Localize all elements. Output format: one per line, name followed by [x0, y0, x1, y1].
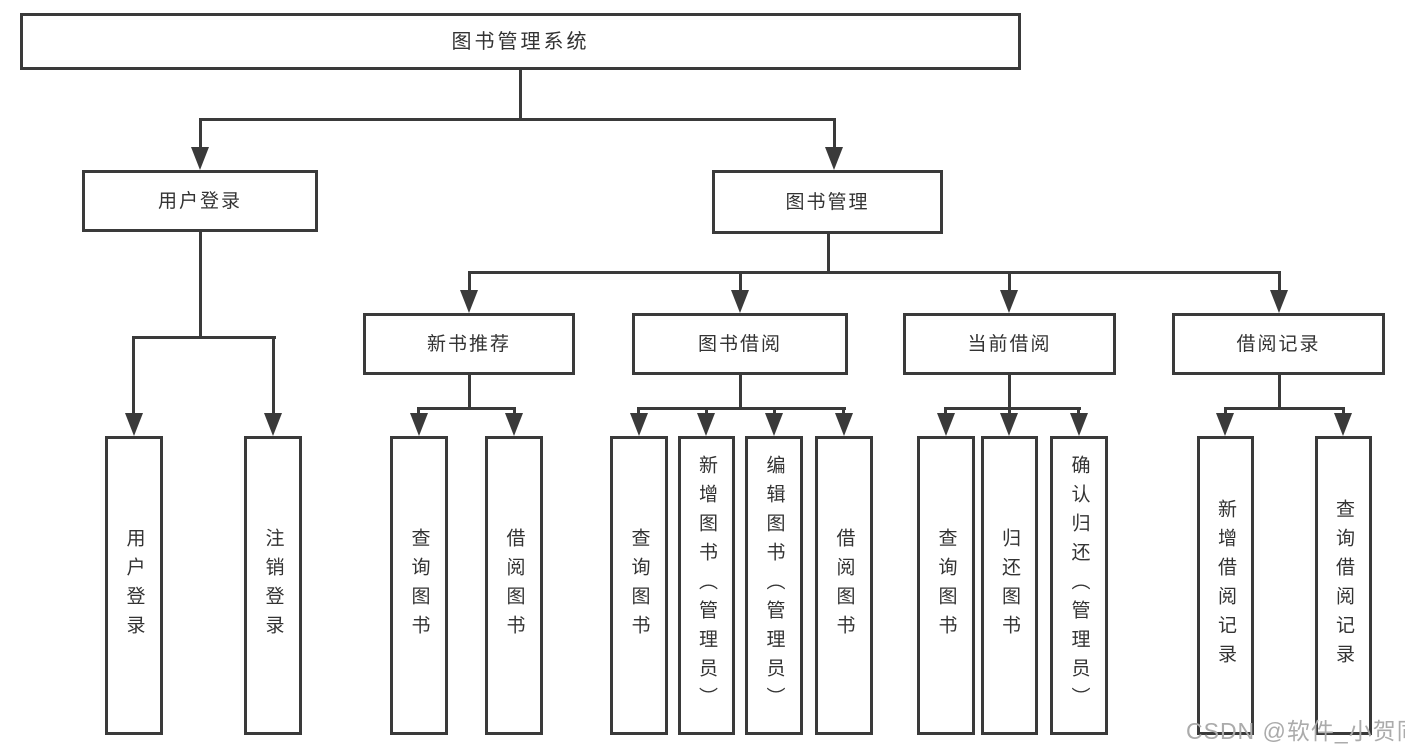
leaf-cb-query-books: 查询图书 — [917, 436, 975, 735]
leaf-bb-query-books: 查询图书 — [610, 436, 668, 735]
connector-line — [944, 407, 947, 417]
connector-line — [1278, 271, 1281, 293]
arrowhead-down-icon — [835, 413, 853, 436]
connector-line — [199, 232, 202, 338]
connector-line — [1278, 375, 1281, 409]
connector-line — [519, 70, 522, 118]
node-current-borrowing: 当前借阅 — [903, 313, 1116, 375]
connector-line — [132, 336, 276, 339]
connector-line — [1224, 407, 1227, 417]
arrowhead-down-icon — [731, 290, 749, 313]
connector-line — [739, 271, 742, 293]
arrowhead-down-icon — [1000, 413, 1018, 436]
connector-line — [1008, 407, 1011, 417]
leaf-br-add-record: 新增借阅记录 — [1197, 436, 1254, 735]
connector-line — [468, 375, 471, 409]
node-borrowing-records: 借阅记录 — [1172, 313, 1385, 375]
connector-line — [272, 336, 275, 416]
leaf-cb-return-books: 归还图书 — [981, 436, 1038, 735]
leaf-rec-borrow-books: 借阅图书 — [485, 436, 543, 735]
arrowhead-down-icon — [765, 413, 783, 436]
connector-line — [833, 118, 836, 150]
leaf-user-login: 用户登录 — [105, 436, 163, 735]
connector-line — [199, 118, 836, 121]
leaf-br-query-record: 查询借阅记录 — [1315, 436, 1372, 735]
connector-line — [199, 118, 202, 150]
connector-line — [468, 271, 1281, 274]
connector-line — [638, 407, 846, 410]
connector-line — [637, 407, 640, 417]
connector-line — [739, 375, 742, 409]
connector-line — [945, 407, 1081, 410]
arrowhead-down-icon — [505, 413, 523, 436]
leaf-logout: 注销登录 — [244, 436, 302, 735]
arrowhead-down-icon — [1334, 413, 1352, 436]
leaf-bb-add-books-admin: 新增图书（管理员） — [678, 436, 735, 735]
leaf-bb-edit-books-admin: 编辑图书（管理员） — [745, 436, 803, 735]
arrowhead-down-icon — [264, 413, 282, 436]
node-library-management-system: 图书管理系统 — [20, 13, 1021, 70]
arrowhead-down-icon — [630, 413, 648, 436]
node-new-book-recommendation: 新书推荐 — [363, 313, 575, 375]
arrowhead-down-icon — [697, 413, 715, 436]
arrowhead-down-icon — [1270, 290, 1288, 313]
connector-line — [468, 271, 471, 293]
connector-line — [417, 407, 420, 417]
connector-line — [827, 234, 830, 274]
connector-line — [418, 407, 516, 410]
arrowhead-down-icon — [1070, 413, 1088, 436]
watermark: CSDN @软件_小贺同学 — [1186, 718, 1405, 744]
arrowhead-down-icon — [1000, 290, 1018, 313]
connector-line — [1008, 271, 1011, 293]
connector-line — [132, 336, 135, 416]
connector-line — [1008, 375, 1011, 409]
connector-line — [1224, 407, 1345, 410]
leaf-rec-query-books: 查询图书 — [390, 436, 448, 735]
arrowhead-down-icon — [460, 290, 478, 313]
arrowhead-down-icon — [937, 413, 955, 436]
arrowhead-down-icon — [191, 147, 209, 170]
connector-line — [1077, 407, 1080, 417]
connector-line — [513, 407, 516, 417]
arrowhead-down-icon — [125, 413, 143, 436]
arrowhead-down-icon — [825, 147, 843, 170]
leaf-bb-borrow-books: 借阅图书 — [815, 436, 873, 735]
arrowhead-down-icon — [410, 413, 428, 436]
arrowhead-down-icon — [1216, 413, 1234, 436]
connector-line — [842, 407, 845, 417]
connector-line — [705, 407, 708, 417]
connector-line — [773, 407, 776, 417]
node-book-borrowing: 图书借阅 — [632, 313, 848, 375]
node-book-management: 图书管理 — [712, 170, 943, 234]
node-user-login-module: 用户登录 — [82, 170, 318, 232]
leaf-cb-confirm-return-admin: 确认归还（管理员） — [1050, 436, 1108, 735]
connector-line — [1342, 407, 1345, 417]
